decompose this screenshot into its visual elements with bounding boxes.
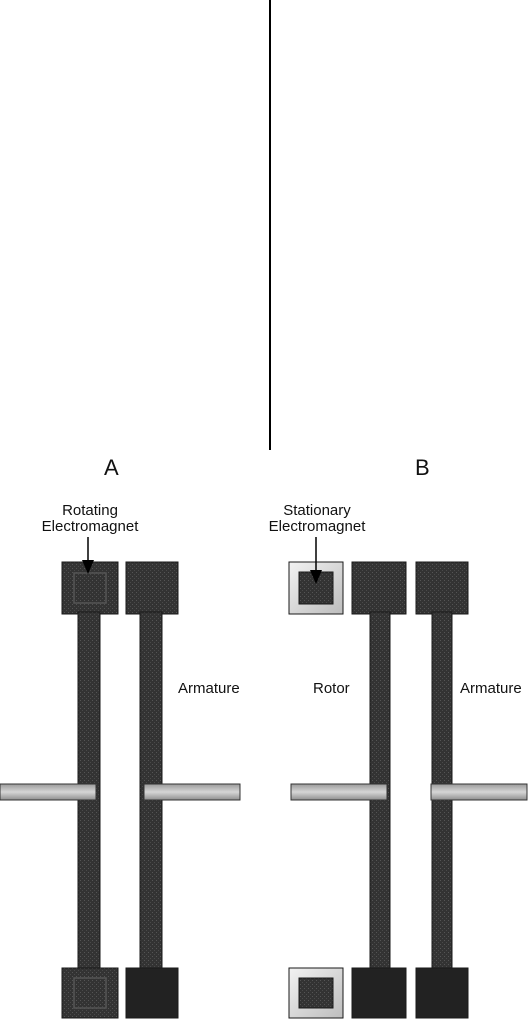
armature-top-b <box>415 561 469 615</box>
rotating-electromagnet-bottom <box>61 967 119 1019</box>
panel-b <box>288 537 528 1019</box>
panel-a <box>0 537 241 1019</box>
arrow-head-a <box>82 560 94 574</box>
shaft-bar-right-b <box>430 783 528 801</box>
armature-label-b: Armature <box>460 680 522 697</box>
rotating-electromagnet-label: Rotating Electromagnet <box>30 503 150 535</box>
arrow-head-b <box>310 570 322 584</box>
shaft-bar-left-b <box>290 783 388 801</box>
shaft-bar-right-a <box>143 783 241 801</box>
stationary-electromagnet-label: Stationary Electromagnet <box>258 503 376 535</box>
shaft-bar-left-a <box>0 783 97 801</box>
rotating-electromagnet-top <box>61 561 119 615</box>
armature-bottom-a <box>125 967 179 1019</box>
stationary-label-line2: Electromagnet <box>268 517 366 535</box>
rotating-label-line2: Electromagnet <box>41 517 139 535</box>
stationary-electromagnet-core-bottom <box>298 977 334 1009</box>
rotor-top <box>351 561 407 615</box>
armature-label-a: Armature <box>178 680 240 697</box>
panel-a-letter: A <box>104 455 119 480</box>
rotating-electromagnet-core-bottom <box>73 977 107 1009</box>
rotor-bottom <box>351 967 407 1019</box>
armature-top-a <box>125 561 179 615</box>
rotor-label: Rotor <box>313 680 350 697</box>
rotating-electromagnet-core-top <box>73 572 107 604</box>
stationary-label-line1: Stationary <box>283 502 351 519</box>
panel-b-letter: B <box>415 455 430 480</box>
rotating-label-line1: Rotating <box>62 502 118 519</box>
armature-bottom-b <box>415 967 469 1019</box>
